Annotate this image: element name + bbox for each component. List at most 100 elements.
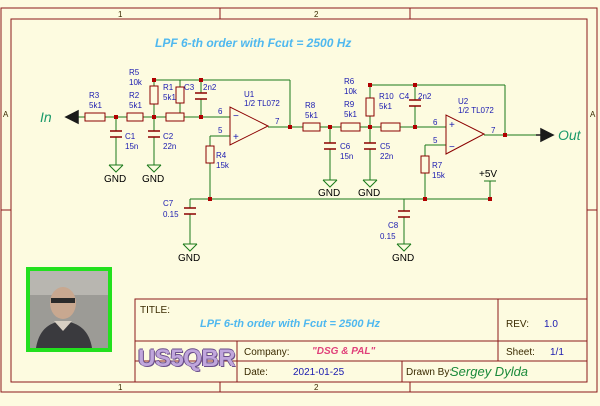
r6-value: 10k [344, 87, 358, 96]
u1-ref: U1 [244, 90, 255, 99]
sheet-value: 1/1 [550, 347, 564, 358]
r10-value: 5k1 [379, 102, 392, 111]
u1-value: 1/2 TL072 [244, 99, 280, 108]
resistor-r10 [380, 122, 401, 132]
resistor-r8 [302, 122, 321, 132]
ground-icon [146, 164, 162, 173]
portrait-icon [30, 271, 108, 348]
ground-icon [322, 179, 338, 188]
resistor-r4 [205, 145, 215, 164]
u2-pin-5: 5 [433, 136, 438, 145]
u2-plus-sign: + [449, 120, 455, 131]
c7-value: 0.15 [163, 210, 179, 219]
r8-ref: R8 [305, 101, 316, 110]
gnd-label: GND [358, 188, 380, 199]
capacitor-c2 [148, 130, 160, 138]
c6-value: 15n [340, 152, 353, 161]
r7-value: 15k [432, 171, 446, 180]
capacitor-c1 [110, 130, 122, 138]
r1-value: 5k1 [163, 93, 176, 102]
u1-pin-7: 7 [275, 117, 280, 126]
r2-value: 5k1 [129, 101, 142, 110]
resistor-r1 [165, 112, 185, 122]
resistor-r9 [340, 122, 361, 132]
capacitor-c6 [324, 142, 336, 150]
r1-ref: R1 [163, 83, 174, 92]
u1-pin-5: 5 [218, 126, 223, 135]
logo: US5QBR [138, 345, 236, 372]
capacitor-c4 [409, 99, 421, 107]
drawn-by-value: Sergey Dylda [450, 364, 528, 379]
junction-dots [114, 78, 507, 201]
u2-minus-sign: − [449, 142, 455, 153]
c1-value: 15n [125, 142, 138, 151]
r3-value: 5k1 [89, 101, 102, 110]
resistor-r6 [365, 97, 375, 117]
resistor-r3 [84, 112, 106, 122]
gnd-label: GND [178, 253, 200, 264]
ground-icon [396, 243, 412, 252]
c5-value: 22n [380, 152, 393, 161]
u2-pin-7: 7 [491, 126, 496, 135]
opamp-u1 [229, 106, 270, 146]
frame-col-label-2-top: 2 [314, 10, 319, 19]
r8-value: 5k1 [305, 111, 318, 120]
capacitor-c5 [364, 142, 376, 150]
c4-ref: C4 [399, 92, 410, 101]
u2-ref: U2 [458, 97, 469, 106]
r3-ref: R3 [89, 91, 100, 100]
resistor-r5 [149, 85, 159, 105]
r10-ref: R10 [379, 92, 394, 101]
r4-ref: R4 [216, 151, 227, 160]
r5-value: 10k [129, 78, 143, 87]
rev-value: 1.0 [544, 319, 558, 330]
opamp-u2 [445, 114, 486, 155]
author-photo [26, 267, 112, 352]
frame-row-label-right: A [590, 110, 596, 119]
frame-col-label-1-bottom: 1 [118, 383, 123, 392]
company-label: Company: [244, 347, 290, 358]
capacitor-c7 [184, 207, 196, 215]
c2-value: 22n [163, 142, 176, 151]
r9-value: 5k1 [344, 110, 357, 119]
schematic-heading: LPF 6-th order with Fcut = 2500 Hz [155, 36, 351, 50]
frame-row-label-left: A [3, 110, 9, 119]
resistor-r1-vert [175, 86, 185, 104]
rev-label: REV: [506, 319, 529, 330]
u2-value: 1/2 TL072 [458, 106, 494, 115]
c6-ref: C6 [340, 142, 351, 151]
u1-plus-sign: + [233, 132, 239, 143]
r2-ref: R2 [129, 91, 140, 100]
gnd-label: GND [392, 253, 414, 264]
resistor-r7 [420, 155, 430, 174]
c2-ref: C2 [163, 132, 174, 141]
title-label: TITLE: [140, 305, 170, 316]
r5-ref: R5 [129, 68, 140, 77]
c5-ref: C5 [380, 142, 391, 151]
frame-col-label-2-bottom: 2 [314, 383, 319, 392]
c8-ref: C8 [388, 221, 399, 230]
ground-icon [182, 243, 198, 252]
r6-ref: R6 [344, 77, 355, 86]
c3-ref: C3 [184, 83, 195, 92]
output-arrow-icon [536, 127, 555, 143]
input-label: In [40, 109, 52, 125]
gnd-label: GND [104, 174, 126, 185]
title-value: LPF 6-th order with Fcut = 2500 Hz [200, 318, 381, 330]
capacitor-c8 [398, 210, 410, 218]
u1-minus-sign: − [233, 111, 239, 122]
c7-ref: C7 [163, 199, 174, 208]
drawn-by-label: Drawn By: [406, 367, 452, 378]
input-arrow-icon [64, 109, 79, 125]
capacitor-c3 [195, 92, 207, 100]
frame-col-label-1-top: 1 [118, 10, 123, 19]
ground-icon [362, 179, 378, 188]
ground-icon [108, 164, 124, 173]
resistor-r2 [126, 112, 144, 122]
r4-value: 15k [216, 161, 230, 170]
title-block-frame [134, 298, 588, 383]
sheet-label: Sheet: [506, 347, 535, 358]
company-value: "DSG & PAL" [312, 346, 375, 357]
